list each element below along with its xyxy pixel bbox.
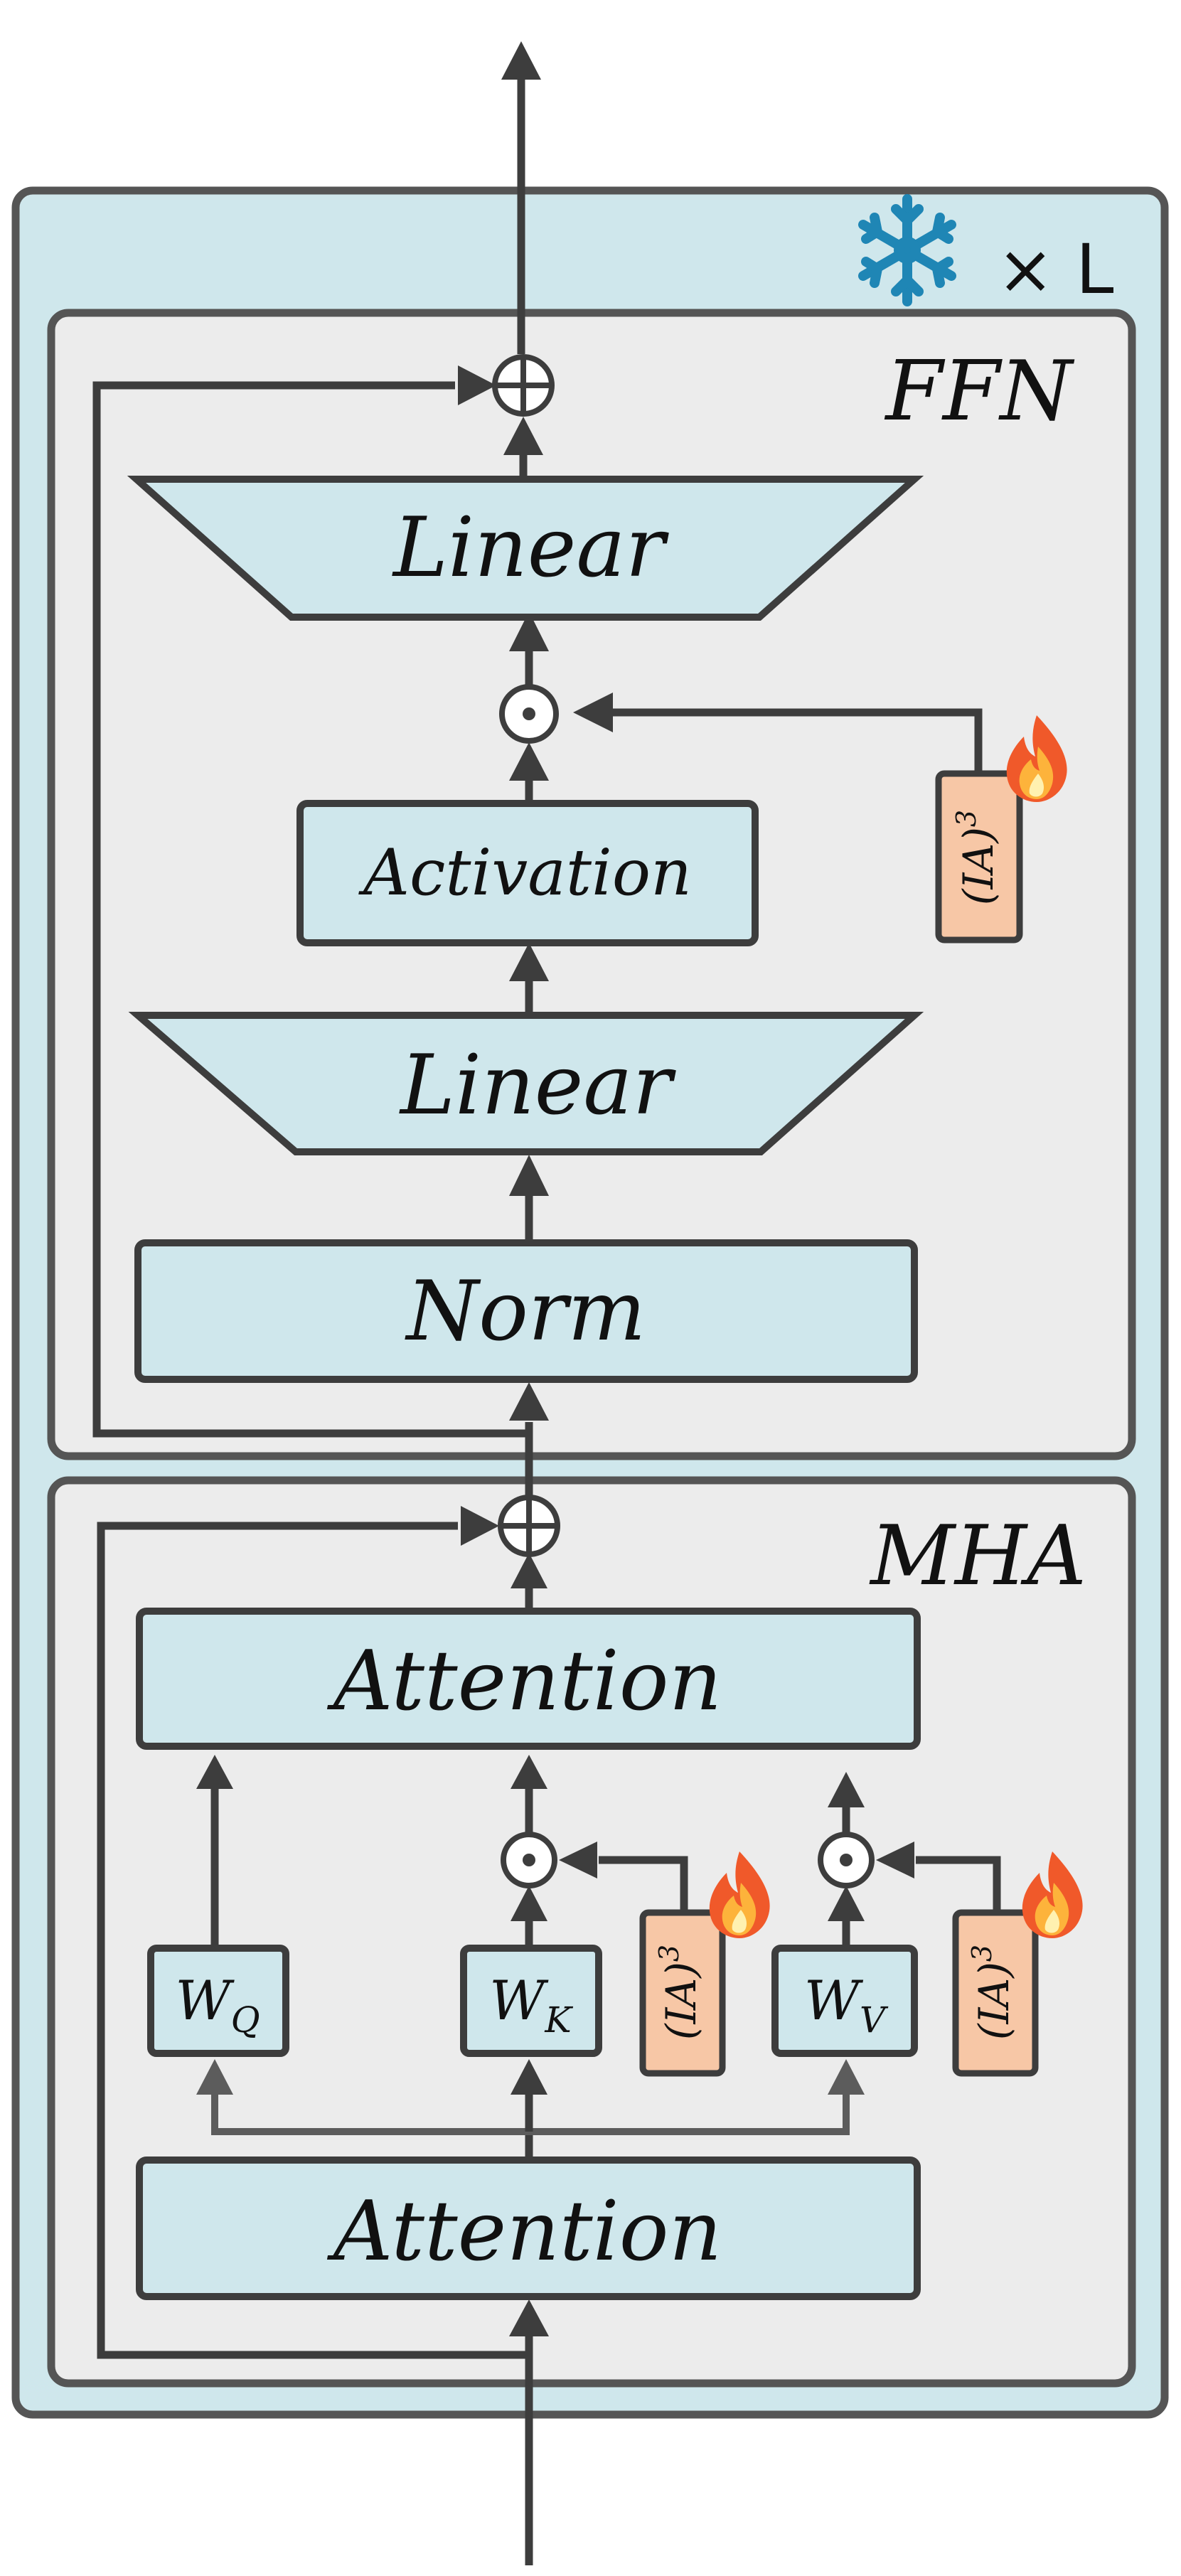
ffn-linear-top-label: Linear <box>392 500 670 596</box>
ia3-k-arrowhead <box>559 1842 597 1878</box>
wv-label: WV <box>804 1969 889 2041</box>
ffn-mul-out-arrowhead <box>509 611 549 651</box>
fire-icon <box>1022 1851 1083 1938</box>
norm-box <box>134 1239 918 1383</box>
mha-residual-wire <box>97 1522 529 2359</box>
wv-mul-out-arrowhead <box>828 1772 865 1807</box>
ia3-k-wire <box>599 1856 688 1910</box>
ffn-ia3-box <box>935 770 1023 944</box>
wv-in-arrowhead <box>828 2059 865 2095</box>
ia3-v-wire <box>916 1856 1001 1910</box>
wk-in-arrowhead <box>511 2059 547 2095</box>
ffn-residual-wire <box>92 381 529 1438</box>
wq-label: WQ <box>175 1969 260 2041</box>
mha-add-op <box>498 1495 560 1557</box>
attention-top-label: Attention <box>327 1633 722 1729</box>
output-arrowhead <box>501 41 541 80</box>
mha-ia3-v-box <box>952 1909 1039 2077</box>
mha-to-norm-arrowhead <box>509 1382 549 1421</box>
repeat-count-label: × L <box>997 230 1113 309</box>
input-arrowhead <box>509 2299 549 2336</box>
ffn-label: FFN <box>885 343 1075 439</box>
fire-icon <box>709 1851 770 1938</box>
wk-mul-out-arrowhead <box>511 1755 547 1789</box>
ffn-linear-bottom-label: Linear <box>399 1037 677 1133</box>
wv-out-arrowhead <box>828 1886 865 1921</box>
activation-box <box>296 800 759 946</box>
wv-box <box>771 1945 918 2057</box>
ffn-linear-top <box>127 476 924 621</box>
mha-ia3-v-label: (IA)3 <box>966 1945 1018 2040</box>
wq-box <box>147 1945 289 2057</box>
norm-out-arrowhead <box>509 1155 549 1196</box>
ffn-mul-op <box>499 684 559 744</box>
wk-out-arrowhead <box>511 1886 547 1921</box>
norm-label: Norm <box>405 1263 646 1359</box>
mha-label: MHA <box>869 1508 1086 1604</box>
ffn-linear-bottom <box>128 1012 924 1155</box>
linear1-out-arrowhead <box>503 417 543 455</box>
wk-box <box>460 1945 602 2057</box>
wk-label: WK <box>489 1969 573 2041</box>
attention-top-box <box>136 1608 921 1750</box>
attention-bottom-box <box>136 2157 921 2300</box>
linear2-out-arrowhead <box>509 943 549 981</box>
mha-k-mul-op <box>501 1832 557 1888</box>
mha-ia3-k-box <box>639 1909 726 2077</box>
wq-out-arrowhead <box>196 1755 233 1789</box>
mha-ia3-k-label: (IA)3 <box>653 1945 705 2040</box>
ia3-ffn-arrowhead <box>573 693 613 732</box>
ffn-ia3-label: (IA)3 <box>951 810 1003 905</box>
ffn-residual-arrowhead <box>458 365 496 405</box>
fire-icon <box>1006 715 1067 802</box>
ia3-v-arrowhead <box>876 1842 914 1878</box>
activation-label: Activation <box>358 835 692 910</box>
snowflake-icon <box>858 194 956 306</box>
wq-in-arrowhead <box>196 2059 233 2095</box>
attn-top-out-arrowhead <box>511 1553 547 1588</box>
mha-v-mul-op <box>818 1832 875 1888</box>
mha-residual-arrowhead <box>461 1506 499 1546</box>
activation-out-arrowhead <box>509 742 549 781</box>
ia3-ffn-wire <box>613 708 983 772</box>
ffn-add-op <box>492 354 555 417</box>
attention-bottom-label: Attention <box>327 2184 722 2280</box>
